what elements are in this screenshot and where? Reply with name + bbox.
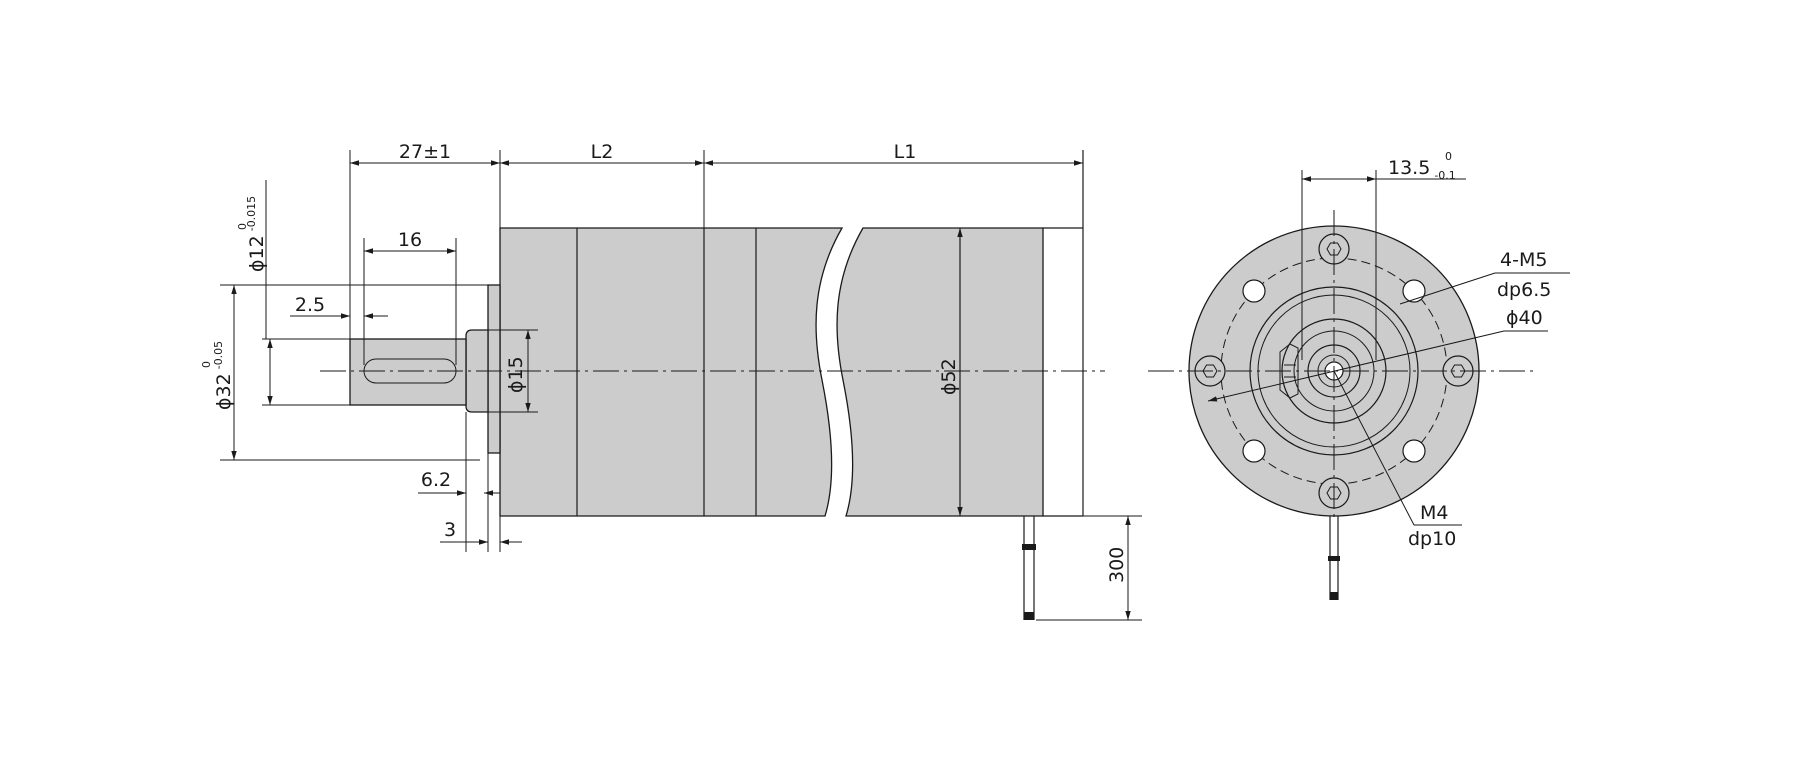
dim-flange-thickness: 6.2 — [421, 469, 451, 491]
dim-shaft-dia-tol-upper: 0 — [236, 223, 249, 230]
key-length-dimension: 16 — [363, 229, 457, 365]
label-mount-holes: 4-M5 — [1500, 249, 1547, 271]
dim-boss-dia: ϕ15 — [505, 356, 527, 393]
key-offset-dimension: 2.5 — [290, 294, 388, 319]
body-diameter-dimension: ϕ52 — [938, 228, 963, 516]
dim-l2: L2 — [591, 141, 614, 163]
center-thread-leader: M4 dp10 — [1333, 370, 1462, 550]
dim-l1: L1 — [894, 141, 917, 163]
boss-diameter-dimension: ϕ15 — [488, 329, 538, 413]
pcd-leader: ϕ40 — [1207, 307, 1548, 402]
front-cable — [1328, 516, 1340, 600]
label-mount-depth: dp6.5 — [1497, 279, 1551, 301]
output-shaft — [349, 284, 501, 454]
dim-shaft-length: 27±1 — [399, 141, 451, 163]
cable-length-dimension: 300 — [1036, 515, 1142, 621]
key-height-dimension: 13.5 -0.1 0 — [1301, 150, 1466, 360]
shaft-diameter-dimension: ϕ12 -0.015 0 — [236, 180, 350, 406]
dim-key-height: 13.5 -0.1 — [1388, 157, 1456, 182]
front-view: 13.5 -0.1 0 4-M5 dp6.5 ϕ40 M4 dp10 — [1148, 150, 1570, 600]
top-dimension-chain: 27±1 L2 L1 — [349, 141, 1083, 339]
dim-pilot-dia: ϕ32 -0.05 — [212, 341, 235, 410]
dim-cable-length: 300 — [1106, 547, 1128, 583]
mount-holes — [1242, 279, 1426, 463]
pilot-height-dimension: 3 — [440, 519, 522, 545]
motor-body — [499, 227, 1044, 517]
label-center-thread: M4 — [1420, 502, 1448, 524]
dim-body-dia: ϕ52 — [938, 358, 960, 395]
flange-thickness-dimension: 6.2 — [418, 412, 501, 552]
dim-shaft-dia: ϕ12 -0.015 — [245, 196, 268, 272]
dim-key-height-tol-upper: 0 — [1445, 150, 1452, 163]
dim-key-length: 16 — [398, 229, 422, 251]
dim-pilot-height: 3 — [444, 519, 456, 541]
label-center-depth: dp10 — [1408, 528, 1456, 550]
mount-hole-leader: 4-M5 dp6.5 — [1399, 249, 1570, 305]
pilot-diameter-dimension: ϕ32 -0.05 0 — [200, 284, 488, 461]
side-view: 27±1 L2 L1 16 2.5 ϕ12 -0.015 — [200, 141, 1142, 621]
label-pcd: ϕ40 — [1506, 307, 1543, 329]
end-cap — [1043, 150, 1084, 517]
cable — [1022, 516, 1036, 620]
dim-pilot-dia-tol-upper: 0 — [200, 361, 213, 368]
dim-key-offset: 2.5 — [295, 294, 325, 316]
